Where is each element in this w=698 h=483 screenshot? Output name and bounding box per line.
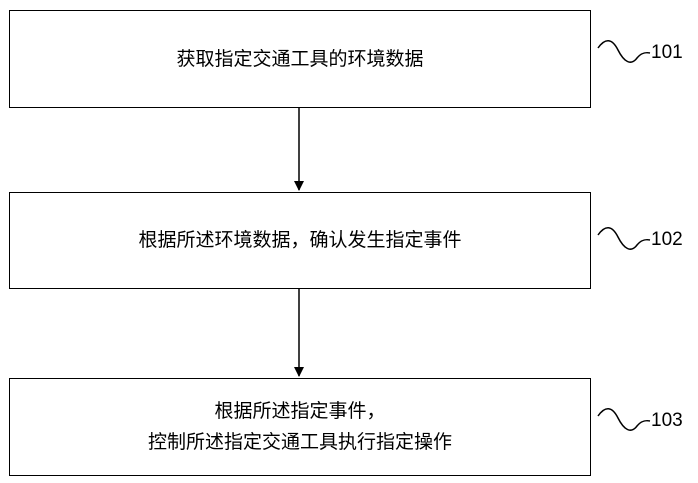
leader-line-102 [598, 228, 650, 249]
reference-number-101: 101 [651, 43, 683, 62]
step-box-101: 获取指定交通工具的环境数据 [9, 10, 591, 108]
step-text-101: 获取指定交通工具的环境数据 [176, 44, 423, 75]
step-text-102: 根据所述环境数据，确认发生指定事件 [138, 225, 461, 256]
leader-line-101 [598, 41, 650, 62]
reference-number-103: 103 [651, 411, 683, 430]
step-box-102: 根据所述环境数据，确认发生指定事件 [9, 192, 591, 289]
leader-line-103 [598, 409, 650, 430]
step-box-103: 根据所述指定事件， 控制所述指定交通工具执行指定操作 [9, 378, 591, 476]
reference-number-102: 102 [651, 230, 683, 249]
step-text-103: 根据所述指定事件， 控制所述指定交通工具执行指定操作 [148, 396, 452, 458]
